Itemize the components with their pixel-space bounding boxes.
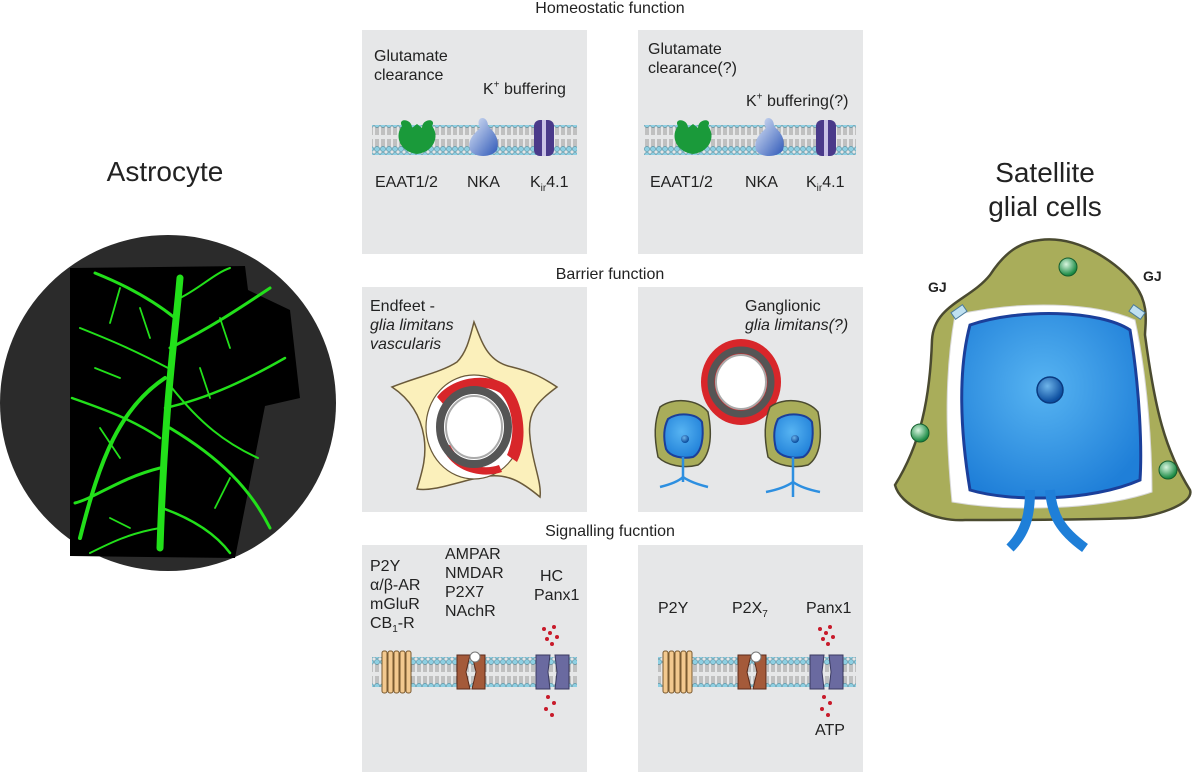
cb-text: CB: [370, 615, 393, 632]
section-title-signalling: Signalling fucntion: [545, 523, 675, 540]
membrane-homeostatic-astro: [372, 117, 577, 156]
cb-suffix: -R: [397, 615, 415, 632]
nka-label: NKA: [467, 174, 500, 191]
glutamate-label-line2: clearance: [374, 67, 444, 84]
p2x-sub: 7: [762, 609, 768, 621]
sgc-p2x7-label: P2X7: [732, 599, 768, 621]
ganglionic-barrier-diagram: [654, 339, 821, 497]
receptor-list-1: P2Y α/β-AR mGluR CB1-R: [370, 557, 421, 636]
nka-sgc-label: NKA: [745, 174, 778, 191]
sgc-title-line1: Satellite: [995, 157, 1095, 188]
kir-sgc-k: K: [806, 174, 817, 191]
receptor-nmdar: NMDAR: [445, 565, 504, 582]
hemichannel-icon: [535, 654, 570, 690]
receptor-list-2: AMPAR NMDAR P2X7 NAchR: [445, 545, 504, 621]
panel-signalling-astrocyte: P2Y α/β-AR mGluR CB1-R AMPAR NMDAR P2X7 …: [362, 545, 587, 772]
cb-sub: 1: [392, 624, 398, 636]
receptor-p2x7: P2X7: [445, 584, 485, 601]
atp-release-dots: [542, 625, 559, 717]
k-sgc-sup: +: [756, 91, 763, 103]
kir-sgc-sub: ir: [816, 183, 823, 195]
glutamate-sgc-line1: Glutamate: [648, 41, 722, 58]
satellite-glial-cell-diagram: [893, 238, 1192, 553]
astrocyte-image: [0, 235, 336, 571]
gj-label-right: GJ: [1143, 268, 1162, 284]
receptor-nachr: NAchR: [445, 603, 496, 620]
membrane-homeostatic-sgc: [644, 117, 856, 156]
receptor-cb1r: CB1-R: [370, 614, 420, 636]
k-suffix: buffering: [499, 81, 566, 98]
panel-homeostatic-sgc: Glutamate clearance(?) K+ buffering(?) E…: [638, 30, 863, 254]
kir-sub: ir: [540, 183, 547, 195]
k-buffering-label: K+ buffering: [483, 80, 566, 99]
gpcr-sgc-icon: [662, 650, 693, 694]
gj-label-left: GJ: [928, 279, 947, 295]
receptor-list-3: HC Panx1: [534, 567, 579, 605]
p2x-text: P2X: [732, 600, 763, 617]
eaat-sgc-icon: [674, 120, 712, 154]
membrane-signalling-sgc: [658, 625, 856, 717]
ionotropic-receptor-icon: [456, 654, 486, 690]
sgc-title-line2: glial cells: [988, 191, 1102, 222]
panel-barrier-sgc: Ganglionic glia limitans(?): [638, 287, 863, 512]
k-sgc-text: K: [746, 93, 757, 110]
endfeet-line3: vascularis: [370, 336, 442, 353]
sgc-atp-label: ATP: [815, 722, 845, 739]
endfeet-line2: glia limitans: [370, 317, 454, 334]
panel-homeostatic-astrocyte: Glutamate clearance K+ buffering EAAT1/2…: [362, 30, 587, 254]
k-sgc-suffix: buffering(?): [762, 93, 849, 110]
glutamate-sgc-line2: clearance(?): [648, 60, 737, 77]
endfeet-label: Endfeet - glia limitans vascularis: [370, 297, 454, 354]
p2x7-icon: [737, 654, 767, 690]
glutamate-label-line1: Glutamate: [374, 48, 448, 65]
glutamate-clearance-sgc-label: Glutamate clearance(?): [648, 40, 737, 78]
gpcr-icon: [381, 650, 412, 694]
kir-k: K: [530, 174, 541, 191]
k-sup: +: [493, 79, 500, 91]
kir-label: Kir4.1: [530, 173, 569, 195]
panel-barrier-astrocyte: Endfeet - glia limitans vascularis: [362, 287, 587, 512]
atp-sgc-dots: [818, 625, 835, 717]
astrocyte-title: Astrocyte: [106, 156, 224, 187]
k-text: K: [483, 81, 494, 98]
panel-signalling-sgc: P2Y P2X7 Panx1 ATP: [638, 545, 863, 772]
receptor-ampar: AMPAR: [445, 546, 501, 563]
kir-sgc-label: Kir4.1: [806, 173, 845, 195]
endfeet-line1: Endfeet -: [370, 298, 435, 315]
receptor-p2y: P2Y: [370, 558, 401, 575]
kir-suffix: 4.1: [546, 174, 569, 191]
kir-sgc-suffix: 4.1: [822, 174, 845, 191]
ganglionic-line1: Ganglionic: [745, 298, 821, 315]
receptor-panx1: Panx1: [534, 587, 580, 604]
ganglionic-label: Ganglionic glia limitans(?): [745, 297, 848, 335]
sgc-title: Satellite glial cells: [960, 156, 1130, 224]
ganglionic-line2: glia limitans(?): [745, 317, 849, 334]
nka-sgc-icon: [755, 117, 784, 156]
eaat-label: EAAT1/2: [375, 174, 438, 191]
k-buffering-sgc-label: K+ buffering(?): [746, 92, 849, 111]
glutamate-clearance-label: Glutamate clearance: [374, 47, 448, 85]
sgc-p2y-label: P2Y: [658, 600, 689, 617]
eaat-transporter-icon: [398, 120, 436, 154]
panx1-sgc-icon: [809, 654, 844, 690]
membrane-signalling-astro: [372, 625, 577, 717]
section-title-barrier: Barrier function: [555, 266, 665, 283]
receptor-mglur: mGluR: [370, 596, 420, 613]
receptor-ab-ar: α/β-AR: [370, 577, 421, 594]
vessel-endfeet-diagram: [390, 319, 559, 499]
sgc-panx1-label: Panx1: [806, 600, 852, 617]
eaat-sgc-label: EAAT1/2: [650, 174, 713, 191]
section-title-homeostatic: Homeostatic function: [535, 0, 685, 17]
receptor-hc: HC: [540, 568, 564, 585]
nka-pump-icon: [469, 117, 498, 156]
